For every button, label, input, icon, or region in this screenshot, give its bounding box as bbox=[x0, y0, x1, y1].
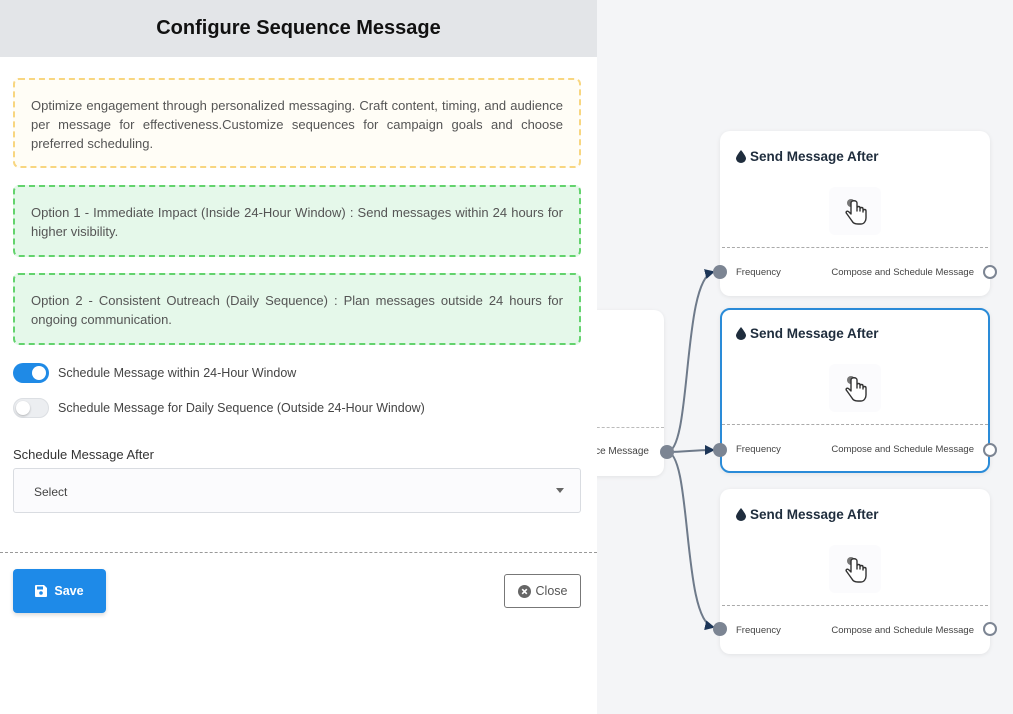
schedule-after-select[interactable]: Select bbox=[13, 468, 581, 513]
toggle-daily-sequence[interactable] bbox=[13, 398, 49, 418]
send-message-after-card[interactable]: Send Message After Frequency Compose and… bbox=[720, 131, 990, 296]
option-2-box: Option 2 - Consistent Outreach (Daily Se… bbox=[13, 273, 581, 345]
toggle-knob bbox=[32, 366, 46, 380]
water-drop-icon bbox=[736, 508, 746, 521]
save-label: Save bbox=[54, 584, 84, 598]
edge-to-card-3[interactable] bbox=[666, 451, 715, 631]
toggle-row-daily: Schedule Message for Daily Sequence (Out… bbox=[13, 398, 425, 418]
card-title: Send Message After bbox=[736, 326, 879, 341]
card-output-handle[interactable] bbox=[983, 443, 997, 457]
send-message-after-card-selected[interactable]: Send Message After Frequency Compose and… bbox=[720, 308, 990, 473]
schedule-after-label: Schedule Message After bbox=[13, 447, 154, 462]
compose-schedule-label: Compose and Schedule Message bbox=[831, 444, 974, 455]
close-button[interactable]: Close bbox=[504, 574, 581, 608]
select-value: Select bbox=[34, 485, 68, 499]
edge-to-card-1[interactable] bbox=[666, 269, 715, 453]
frequency-label: Frequency bbox=[736, 267, 781, 278]
compose-schedule-label: Compose and Schedule Message bbox=[831, 625, 974, 636]
card-input-handle[interactable] bbox=[713, 265, 727, 279]
flow-canvas[interactable]: ce Message Send Message After Frequency … bbox=[597, 0, 1013, 714]
toggle-24-hour-window[interactable] bbox=[13, 363, 49, 383]
water-drop-icon bbox=[736, 150, 746, 163]
pointer-hand-icon[interactable] bbox=[829, 364, 881, 412]
close-label: Close bbox=[535, 584, 568, 598]
info-box: Optimize engagement through personalized… bbox=[13, 78, 581, 168]
floppy-disk-icon bbox=[35, 585, 48, 597]
card-input-handle[interactable] bbox=[713, 622, 727, 636]
source-output-label: ce Message bbox=[597, 446, 649, 457]
panel-header: Configure Sequence Message bbox=[0, 0, 597, 57]
source-node[interactable]: ce Message bbox=[597, 310, 664, 476]
send-message-after-card[interactable]: Send Message After Frequency Compose and… bbox=[720, 489, 990, 654]
water-drop-icon bbox=[736, 327, 746, 340]
panel-title: Configure Sequence Message bbox=[156, 17, 441, 39]
toggle-knob bbox=[16, 401, 30, 415]
configure-sequence-panel: Configure Sequence Message Optimize enga… bbox=[0, 0, 597, 714]
card-title-text: Send Message After bbox=[750, 149, 879, 164]
node-divider bbox=[597, 427, 664, 428]
toggle-row-24-hour: Schedule Message within 24-Hour Window bbox=[13, 363, 296, 383]
option-1-text: Option 1 - Immediate Impact (Inside 24-H… bbox=[31, 205, 563, 239]
card-divider bbox=[722, 247, 988, 248]
info-text: Optimize engagement through personalized… bbox=[31, 98, 563, 151]
card-output-handle[interactable] bbox=[983, 265, 997, 279]
source-output-handle[interactable] bbox=[660, 445, 674, 459]
compose-schedule-label: Compose and Schedule Message bbox=[831, 267, 974, 278]
option-2-text: Option 2 - Consistent Outreach (Daily Se… bbox=[31, 293, 563, 327]
option-1-box: Option 1 - Immediate Impact (Inside 24-H… bbox=[13, 185, 581, 257]
frequency-label: Frequency bbox=[736, 625, 781, 636]
card-output-handle[interactable] bbox=[983, 622, 997, 636]
toggle-daily-label: Schedule Message for Daily Sequence (Out… bbox=[58, 401, 425, 415]
card-input-handle[interactable] bbox=[713, 443, 727, 457]
card-divider bbox=[722, 605, 988, 606]
card-divider bbox=[722, 424, 988, 425]
caret-down-icon bbox=[556, 488, 564, 493]
save-button[interactable]: Save bbox=[13, 569, 106, 613]
pointer-hand-icon[interactable] bbox=[829, 187, 881, 235]
frequency-label: Frequency bbox=[736, 444, 781, 455]
pointer-hand-icon[interactable] bbox=[829, 545, 881, 593]
close-circle-icon bbox=[517, 584, 531, 598]
card-title: Send Message After bbox=[736, 507, 879, 522]
card-title: Send Message After bbox=[736, 149, 879, 164]
card-title-text: Send Message After bbox=[750, 326, 879, 341]
card-title-text: Send Message After bbox=[750, 507, 879, 522]
toggle-24-hour-label: Schedule Message within 24-Hour Window bbox=[58, 366, 297, 380]
footer-divider bbox=[0, 552, 597, 553]
